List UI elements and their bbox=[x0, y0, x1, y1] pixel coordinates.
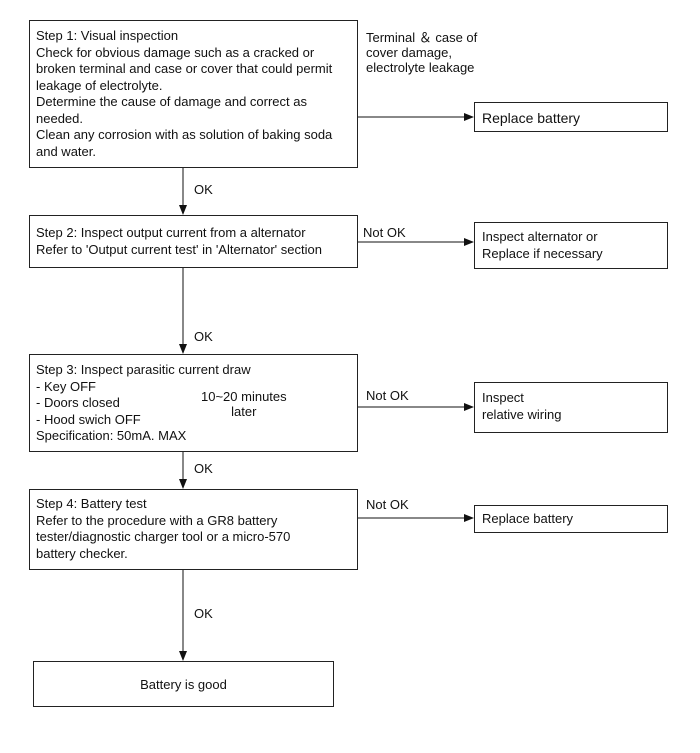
result-text: Battery is good bbox=[140, 677, 227, 692]
step4-fail-action-box: Replace battery bbox=[474, 505, 668, 533]
step2-title: Step 2: Inspect output current from a al… bbox=[36, 225, 306, 240]
step3-spec: Specification: 50mA. MAX bbox=[36, 428, 187, 443]
step4-box: Step 4: Battery test Refer to the proced… bbox=[29, 489, 358, 570]
step1-line: and water. bbox=[36, 143, 96, 159]
step1-line: Clean any corrosion with as solution of … bbox=[36, 127, 333, 142]
step1-line: Check for obvious damage such as a crack… bbox=[36, 44, 315, 60]
step4-fail-label: Not OK bbox=[366, 497, 409, 512]
step1-fail-action: Replace battery bbox=[482, 110, 581, 126]
step4-ok-label: OK bbox=[194, 606, 213, 621]
step2-line: Refer to 'Output current test' in 'Alter… bbox=[36, 241, 322, 257]
step3-fail-label: Not OK bbox=[366, 388, 409, 403]
step3-fail-action-line: Inspect bbox=[482, 390, 524, 405]
step3-ok-label: OK bbox=[194, 461, 213, 476]
step4-title: Step 4: Battery test bbox=[36, 496, 147, 511]
step2-fail-action-line: Inspect alternator or bbox=[482, 229, 598, 244]
step2-ok-label: OK bbox=[194, 329, 213, 344]
step2-box: Step 2: Inspect output current from a al… bbox=[29, 215, 358, 268]
step1-ok-label: OK bbox=[194, 182, 213, 197]
step3-item: - Hood swich OFF bbox=[36, 411, 141, 427]
step2-fail-action-box: Inspect alternator or Replace if necessa… bbox=[474, 222, 668, 269]
step4-line: battery checker. bbox=[36, 545, 128, 561]
step3-box: Step 3: Inspect parasitic current draw -… bbox=[29, 354, 358, 452]
step1-line: leakage of electrolyte. bbox=[36, 77, 163, 93]
step1-line: Determine the cause of damage and correc… bbox=[36, 94, 307, 109]
step3-fail-action-box: Inspect relative wiring bbox=[474, 382, 668, 433]
step3-item: - Key OFF bbox=[36, 378, 96, 394]
step1-fail-action-box: Replace battery bbox=[474, 102, 668, 132]
step3-item: - Doors closed bbox=[36, 395, 120, 410]
step1-title: Step 1: Visual inspection bbox=[36, 28, 179, 43]
step1-fail-label: Terminal ＆ case of cover damage, electro… bbox=[366, 30, 478, 75]
step4-line: Refer to the procedure with a GR8 batter… bbox=[36, 512, 278, 528]
step4-fail-action: Replace battery bbox=[482, 511, 574, 526]
step1-line: needed. bbox=[36, 110, 83, 126]
step4-line: tester/diagnostic charger tool or a micr… bbox=[36, 529, 291, 544]
step3-timing-note: 10~20 minutes later bbox=[201, 389, 287, 419]
step1-line: broken terminal and case or cover that c… bbox=[36, 61, 333, 76]
result-box: Battery is good bbox=[33, 661, 334, 707]
step2-fail-action-line: Replace if necessary bbox=[482, 245, 603, 261]
step3-fail-action-line: relative wiring bbox=[482, 406, 562, 422]
step2-fail-label: Not OK bbox=[363, 225, 406, 240]
step1-box: Step 1: Visual inspection Check for obvi… bbox=[29, 20, 358, 168]
step3-title: Step 3: Inspect parasitic current draw bbox=[36, 362, 251, 377]
